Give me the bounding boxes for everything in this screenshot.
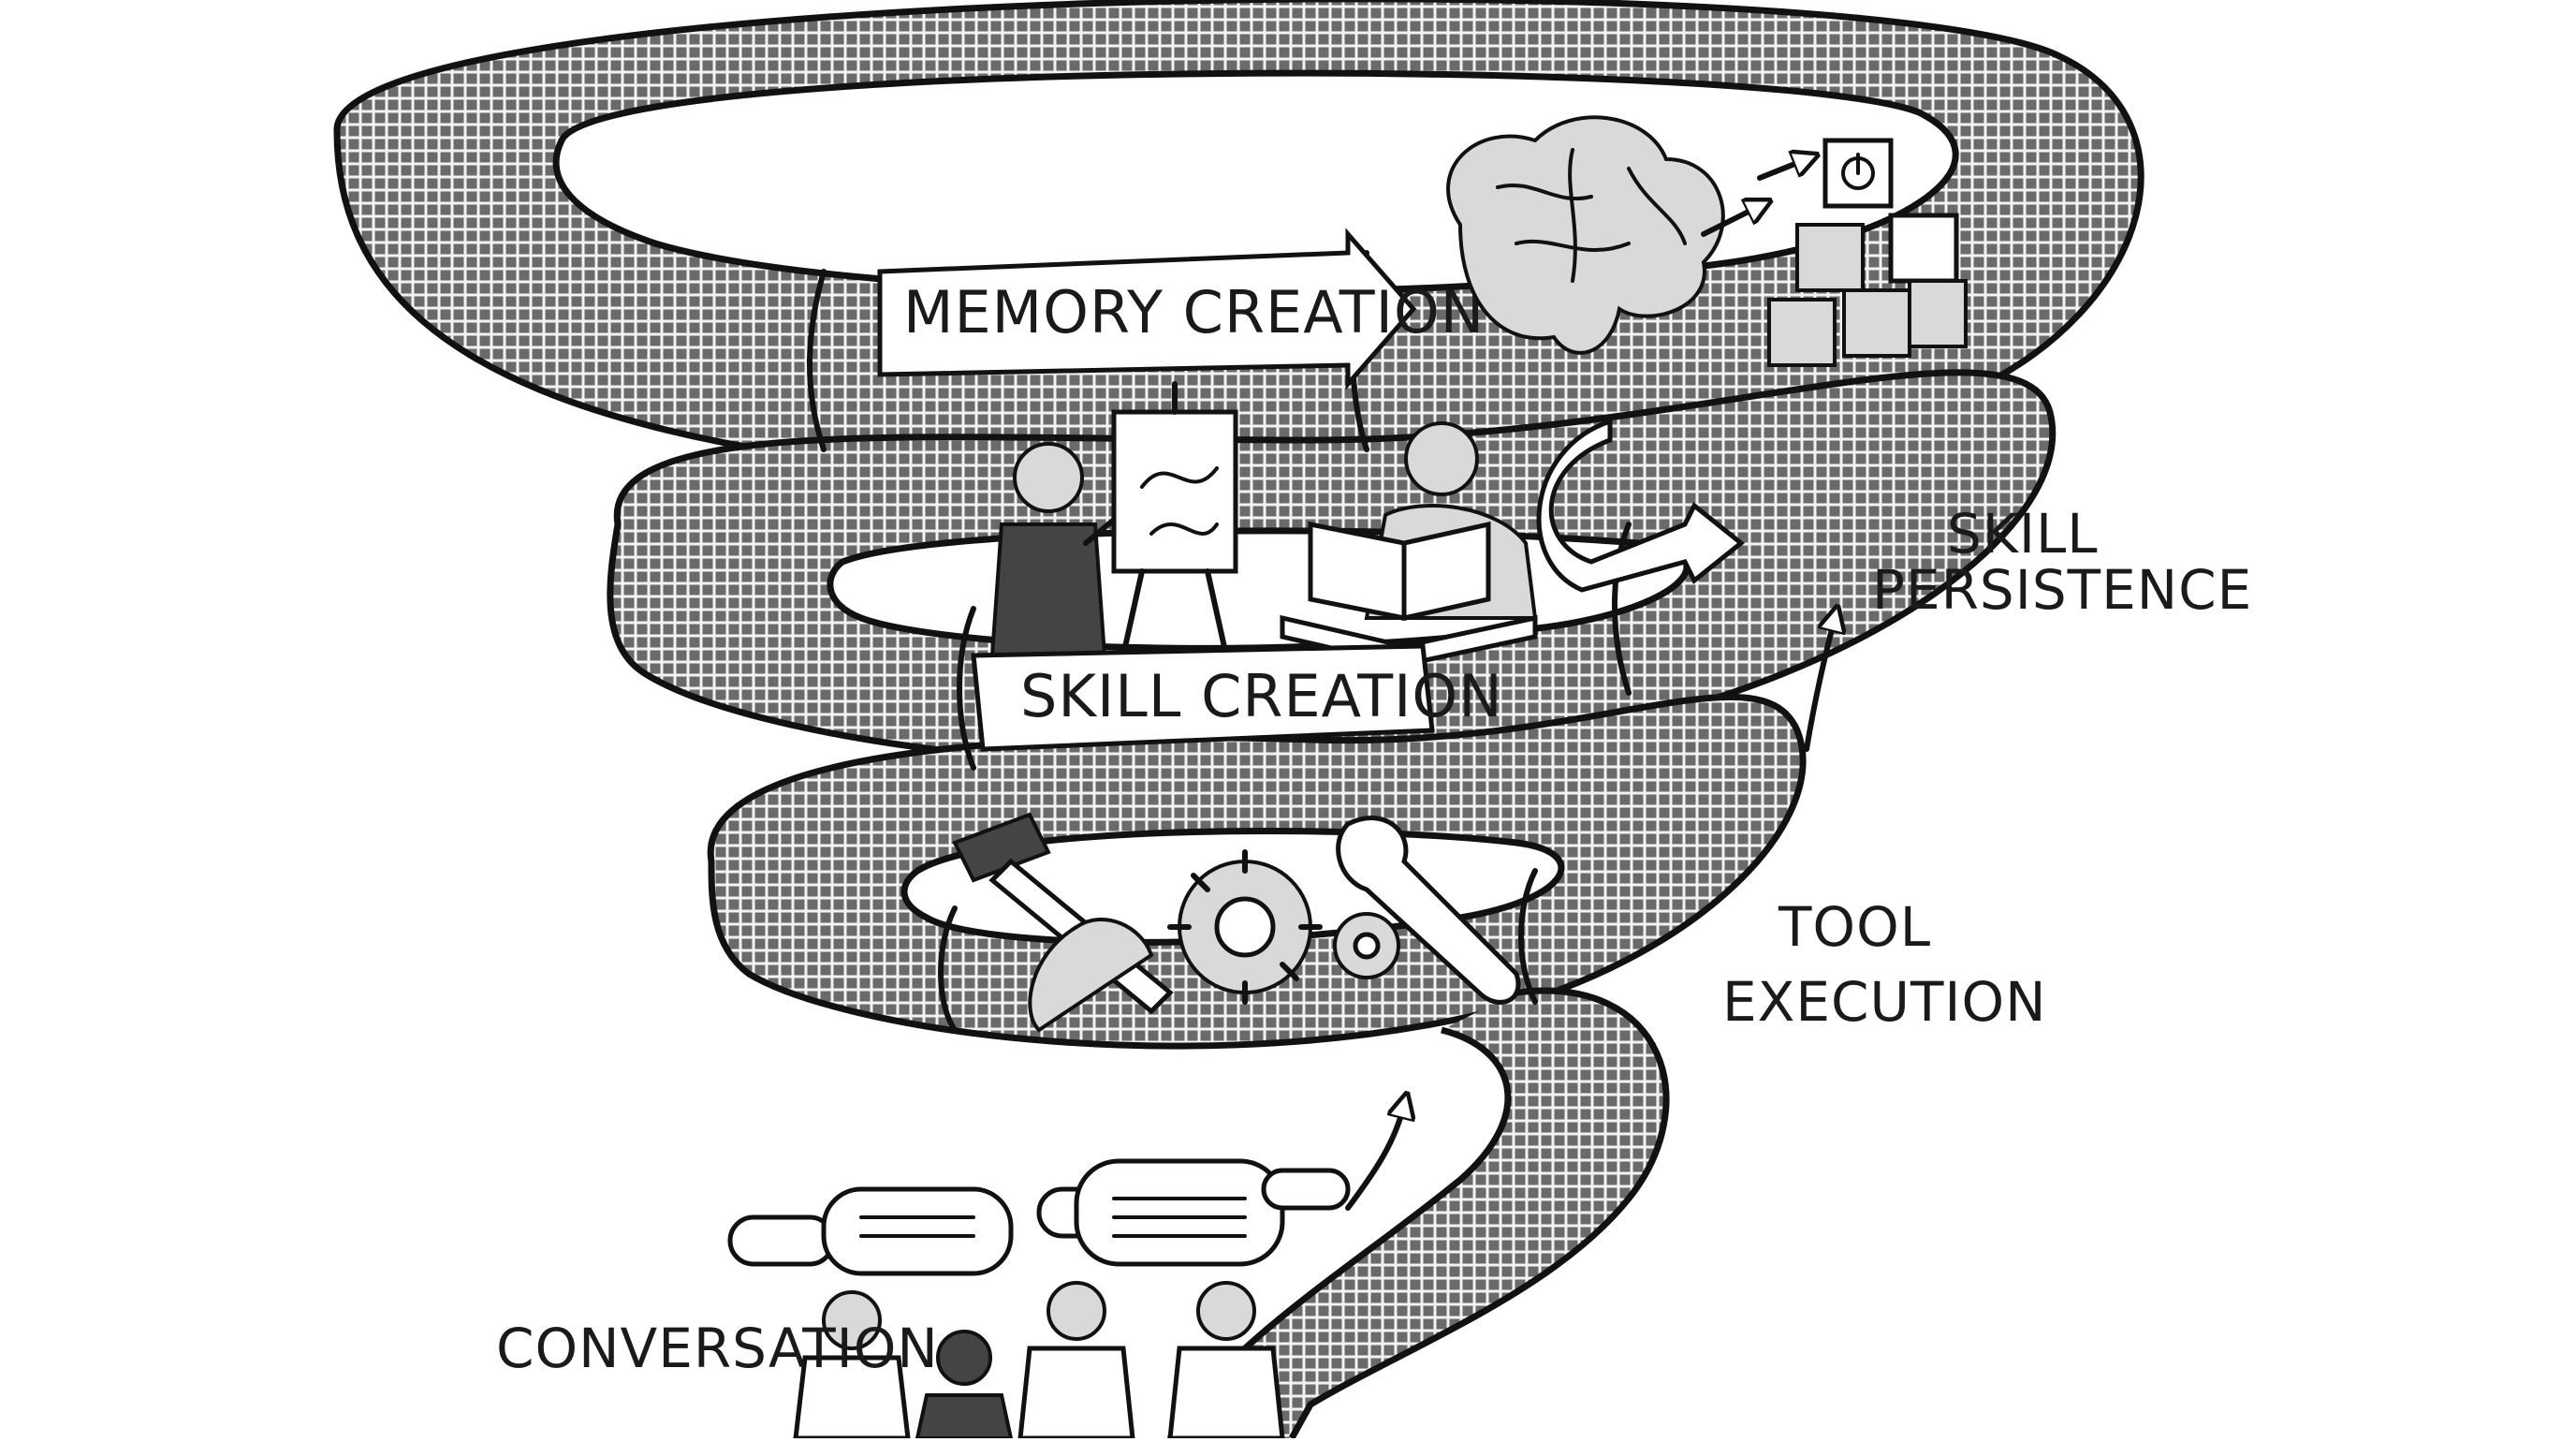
skill-creation-label: SKILL CREATION: [1020, 662, 1503, 730]
skill-persistence-line1: SKILL: [1947, 502, 2099, 566]
tool-execution-line1: TOOL: [1778, 895, 1931, 959]
tool-execution-line2: EXECUTION: [1722, 970, 2047, 1034]
easel-icon: [1111, 381, 1238, 658]
skill-creation-label-plate: SKILL CREATION: [971, 643, 1503, 752]
arrow-icon: [1536, 418, 1746, 593]
skill-persistence-label: SKILL PERSISTENCE: [1804, 502, 2252, 752]
brain-icon: [1446, 115, 1725, 355]
hammer-icon: [952, 812, 1174, 1033]
memory-creation-label-plate: MEMORY CREATION: [877, 228, 1485, 390]
skill-persistence-line2: PERSISTENCE: [1872, 558, 2252, 622]
gear-icon: [1167, 849, 1400, 1005]
arrow-icon: [1345, 1105, 1404, 1211]
conversation-label: CONVERSATION: [496, 1317, 939, 1380]
wrench-icon: [1336, 816, 1521, 1005]
speech-bubble-icon: [727, 1158, 1351, 1276]
memory-creation-label: MEMORY CREATION: [903, 278, 1485, 346]
blocks-icon: [1701, 138, 1968, 367]
tool-execution-label: TOOL EXECUTION: [1722, 895, 2047, 1034]
